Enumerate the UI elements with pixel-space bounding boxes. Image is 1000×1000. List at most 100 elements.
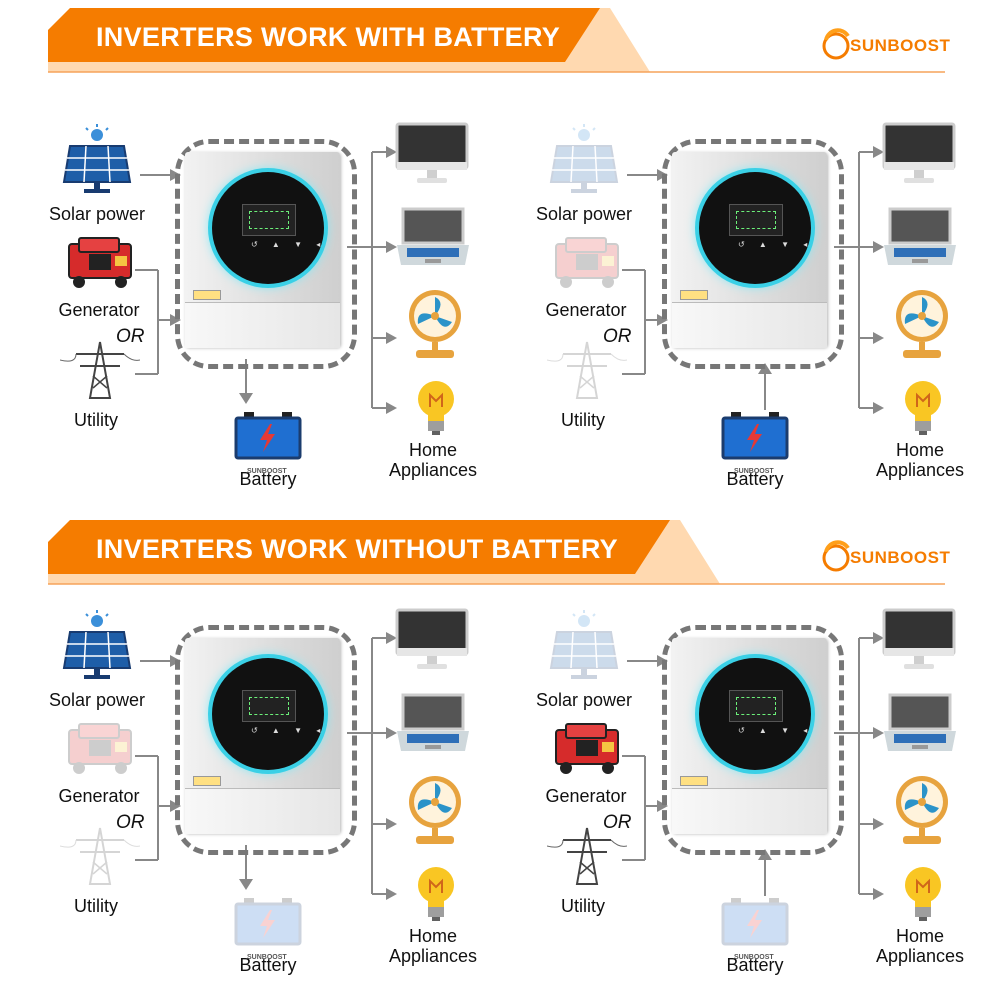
- generator-icon: [555, 723, 619, 774]
- or-label: OR: [116, 812, 145, 833]
- solar-power-label: Solar power: [48, 690, 146, 710]
- inverter-bottom-strip: SUNBOOST: [185, 788, 340, 961]
- lcd-screen: [729, 204, 783, 236]
- control-buttons: ↺ ▲ ▼ ◂: [251, 726, 327, 735]
- or-label: OR: [603, 326, 632, 347]
- banner-title: INVERTERS WORK WITH BATTERY: [96, 22, 561, 52]
- banner-title: INVERTERS WORK WITHOUT BATTERY: [96, 534, 618, 564]
- monitor-icon: [882, 122, 956, 183]
- inverter-brand: SUNBOOST: [734, 468, 774, 475]
- solar-power-label: Solar power: [535, 690, 633, 710]
- banner-shape: [48, 8, 945, 73]
- inverter-dashed-boundary: [662, 625, 844, 855]
- inverter-brand: SUNBOOST: [247, 468, 287, 475]
- appliances-label: Appliances: [875, 460, 965, 480]
- generator-label: Generator: [58, 786, 140, 806]
- connection-arrows: [135, 146, 397, 414]
- battery-icon: [721, 412, 789, 460]
- inverter-icon: ↺ ▲ ▼ ◂ SUNBOOST: [672, 152, 827, 475]
- utility-label: Utility: [74, 410, 118, 430]
- laptop-icon: [884, 207, 956, 265]
- appliances-label: Appliances: [388, 460, 478, 480]
- power-pylon-icon: [547, 827, 627, 885]
- inverter-bottom-strip: SUNBOOST: [672, 788, 827, 961]
- inverter-icon: ↺ ▲ ▼ ◂ SUNBOOST: [185, 638, 340, 961]
- battery-label: Battery: [239, 469, 297, 489]
- sunboost-logo: SUNBOOST: [822, 20, 950, 60]
- home-label: Home: [895, 440, 944, 460]
- lightbulb-icon: [418, 867, 454, 921]
- appliances-label: Appliances: [875, 946, 965, 966]
- lightbulb-icon: [418, 381, 454, 435]
- home-label: Home: [895, 926, 944, 946]
- lightbulb-icon: [905, 381, 941, 435]
- home-label: Home: [408, 926, 457, 946]
- generator-label: Generator: [545, 786, 627, 806]
- diagram-panel: Solar power Generator OR Utility ↺ ▲ ▼ ◂…: [10, 598, 500, 988]
- generator-label: Generator: [58, 300, 140, 320]
- banner-shape: [48, 520, 945, 585]
- inverter-bottom-strip: SUNBOOST: [672, 302, 827, 475]
- solar-panel-icon: [549, 610, 619, 679]
- lcd-screen: [242, 204, 296, 236]
- inverter-icon: ↺ ▲ ▼ ◂ SUNBOOST: [672, 638, 827, 961]
- battery-icon: [234, 898, 302, 946]
- warning-sticker: [193, 290, 221, 300]
- or-label: OR: [603, 812, 632, 833]
- warning-sticker: [193, 776, 221, 786]
- warning-sticker: [680, 290, 708, 300]
- generator-icon: [68, 237, 132, 288]
- inverter-dashed-boundary: [175, 625, 357, 855]
- laptop-icon: [884, 693, 956, 751]
- inverter-bottom-strip: SUNBOOST: [185, 302, 340, 475]
- inverter-brand: SUNBOOST: [734, 954, 774, 961]
- appliances-label: Appliances: [388, 946, 478, 966]
- battery-label: Battery: [239, 955, 297, 975]
- battery-label: Battery: [726, 469, 784, 489]
- laptop-icon: [397, 693, 469, 751]
- monitor-icon: [395, 122, 469, 183]
- diagram-panel: Solar power Generator OR Utility ↺ ▲ ▼ ◂…: [497, 112, 987, 502]
- sunboost-logo: SUNBOOST: [822, 532, 950, 572]
- power-pylon-icon: [60, 341, 140, 399]
- generator-icon: [555, 237, 619, 288]
- solar-power-label: Solar power: [48, 204, 146, 224]
- sunboost-logo-icon: [822, 540, 850, 572]
- or-label: OR: [116, 326, 145, 347]
- inverter-dashed-boundary: [175, 139, 357, 369]
- generator-icon: [68, 723, 132, 774]
- utility-label: Utility: [561, 896, 605, 916]
- utility-label: Utility: [74, 896, 118, 916]
- inverter-brand: SUNBOOST: [247, 954, 287, 961]
- inverter-dashed-boundary: [662, 139, 844, 369]
- laptop-icon: [397, 207, 469, 265]
- control-buttons: ↺ ▲ ▼ ◂: [738, 240, 814, 249]
- connection-arrows: [622, 146, 884, 414]
- fan-icon: [896, 290, 948, 358]
- section-1-banner: INVERTERS WORK WITH BATTERY SUNBOOST: [0, 0, 1000, 80]
- battery-icon: [234, 412, 302, 460]
- fan-icon: [409, 776, 461, 844]
- logo-text: SUNBOOST: [850, 36, 951, 55]
- section-2-banner: INVERTERS WORK WITHOUT BATTERY SUNBOOST: [0, 512, 1000, 592]
- sunboost-logo-icon: [822, 28, 850, 60]
- battery-icon: [721, 898, 789, 946]
- solar-panel-icon: [62, 610, 132, 679]
- lcd-screen: [729, 690, 783, 722]
- logo-text: SUNBOOST: [850, 548, 951, 567]
- fan-icon: [409, 290, 461, 358]
- warning-sticker: [680, 776, 708, 786]
- fan-icon: [896, 776, 948, 844]
- diagram-panel: Solar power Generator OR Utility ↺ ▲ ▼ ◂…: [497, 598, 987, 988]
- diagram-panel: Solar power Generator OR Utility ↺ ▲ ▼ ◂…: [10, 112, 500, 502]
- solar-panel-icon: [62, 124, 132, 193]
- solar-panel-icon: [549, 124, 619, 193]
- utility-label: Utility: [561, 410, 605, 430]
- power-pylon-icon: [60, 827, 140, 885]
- battery-label: Battery: [726, 955, 784, 975]
- control-buttons: ↺ ▲ ▼ ◂: [738, 726, 814, 735]
- home-label: Home: [408, 440, 457, 460]
- generator-label: Generator: [545, 300, 627, 320]
- monitor-icon: [882, 608, 956, 669]
- lcd-screen: [242, 690, 296, 722]
